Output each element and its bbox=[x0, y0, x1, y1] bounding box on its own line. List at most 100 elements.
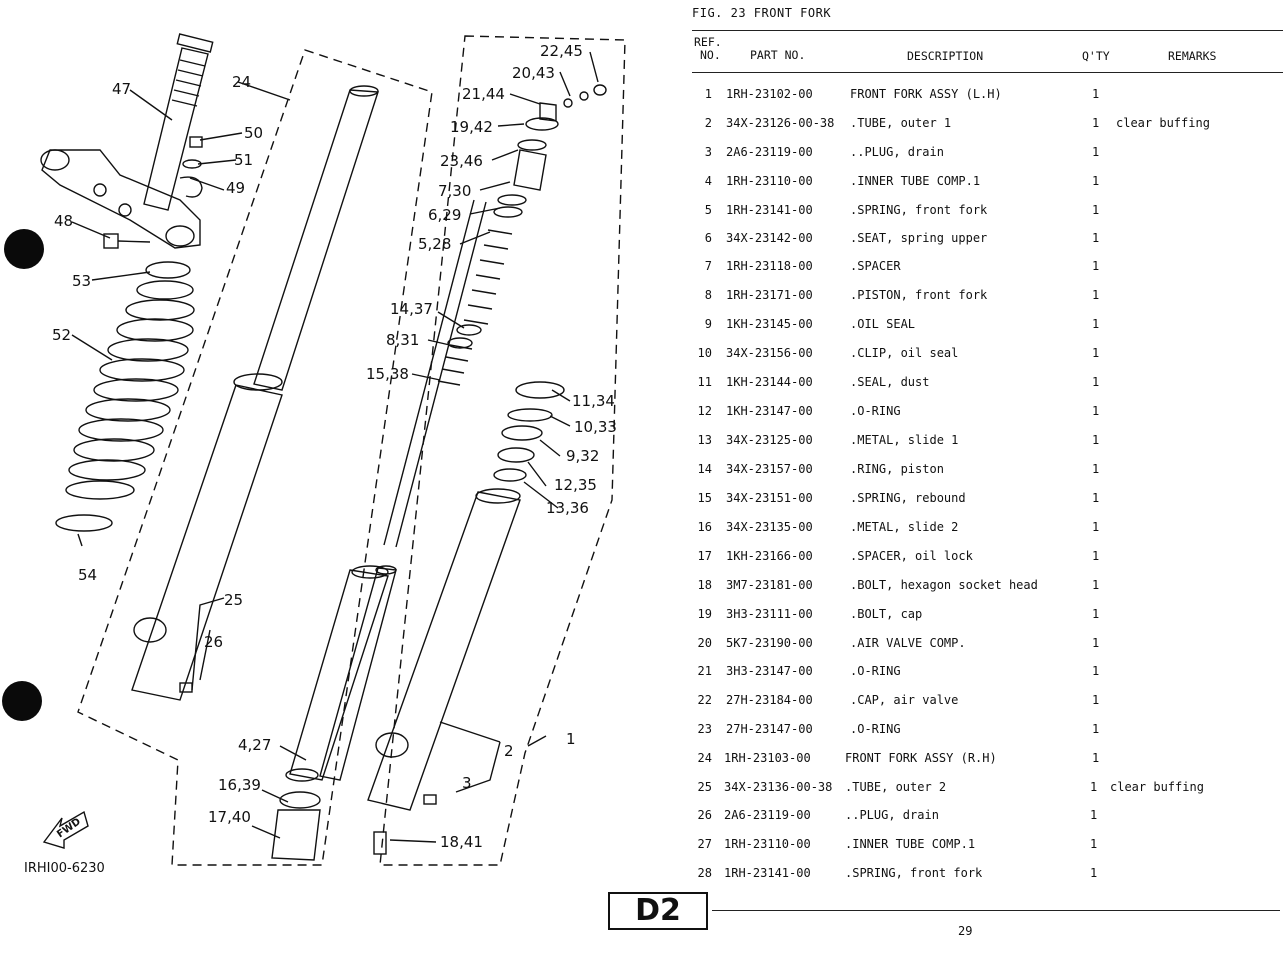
part-no: 3H3-23147-00 bbox=[726, 664, 813, 678]
quantity: 1 bbox=[1092, 462, 1100, 476]
quantity: 1 bbox=[1092, 317, 1100, 331]
assy-24-outline bbox=[77, 49, 433, 866]
quantity: 1 bbox=[1090, 808, 1098, 822]
callout-50: 50 bbox=[244, 124, 263, 142]
ref-no: 1 bbox=[704, 87, 712, 101]
callout-24: 24 bbox=[232, 73, 251, 91]
remarks: clear buffing bbox=[1116, 116, 1210, 130]
part-no: 1KH-23144-00 bbox=[726, 375, 813, 389]
ref-no: 26 bbox=[697, 808, 712, 822]
description: .AIR VALVE COMP. bbox=[850, 636, 966, 650]
quantity: 1 bbox=[1090, 866, 1098, 880]
description: .BOLT, cap bbox=[850, 607, 923, 621]
ref-no: 16 bbox=[697, 520, 712, 534]
description: .OIL SEAL bbox=[850, 317, 916, 331]
ref-no: 21 bbox=[697, 664, 712, 678]
ref-no: 6 bbox=[704, 231, 712, 245]
quantity: 1 bbox=[1092, 259, 1100, 273]
description: ..PLUG, drain bbox=[845, 808, 939, 822]
callout-7-30: 7,30 bbox=[438, 182, 471, 200]
quantity: 1 bbox=[1092, 664, 1100, 678]
quantity: 1 bbox=[1092, 607, 1100, 621]
description: .RING, piston bbox=[850, 462, 944, 476]
ref-no: 12 bbox=[697, 404, 712, 418]
quantity: 1 bbox=[1092, 87, 1100, 101]
callout-52: 52 bbox=[52, 326, 71, 344]
quantity: 1 bbox=[1092, 288, 1100, 302]
ref-no: 23 bbox=[697, 722, 712, 736]
ref-no: 19 bbox=[697, 607, 712, 621]
quantity: 1 bbox=[1092, 520, 1100, 534]
part-no: 1KH-23147-00 bbox=[726, 404, 813, 418]
quantity: 1 bbox=[1092, 636, 1100, 650]
callout-12-35: 12,35 bbox=[554, 476, 597, 494]
left-fork bbox=[319, 488, 521, 811]
right-fork bbox=[131, 85, 379, 701]
quantity: 1 bbox=[1090, 780, 1098, 794]
quantity: 1 bbox=[1092, 203, 1100, 217]
table-row: 19 3H3-23111-00 .BOLT, cap 1 bbox=[690, 607, 1280, 627]
part-no: 34X-23136-00-38 bbox=[724, 780, 833, 794]
col-header-ref-1: REF. bbox=[694, 35, 722, 49]
part-no: 1RH-23141-00 bbox=[726, 203, 813, 217]
callout-15-38: 15,38 bbox=[366, 365, 409, 383]
binder-hole-top bbox=[4, 229, 44, 269]
part-no: 34X-23157-00 bbox=[726, 462, 813, 476]
callout-18-41: 18,41 bbox=[440, 833, 483, 851]
col-header-part: PART NO. bbox=[750, 48, 806, 62]
callout-49: 49 bbox=[226, 179, 245, 197]
callout-6-29: 6,29 bbox=[428, 206, 461, 224]
cap-parts bbox=[493, 84, 607, 218]
front-fork-exploded-diagram: 47 24 50 51 49 48 53 52 54 22,45 20,43 2… bbox=[24, 33, 626, 876]
part-no: 34X-23156-00 bbox=[726, 346, 813, 360]
ref-no: 7 bbox=[704, 259, 712, 273]
description: .SPACER bbox=[850, 259, 901, 273]
header-bottom-rule bbox=[692, 72, 1283, 73]
page-number: 29 bbox=[958, 924, 973, 938]
ref-no: 22 bbox=[697, 693, 712, 707]
part-no: 5K7-23190-00 bbox=[726, 636, 813, 650]
quantity: 1 bbox=[1092, 174, 1100, 188]
assy-1-outline bbox=[379, 35, 626, 866]
description: ..PLUG, drain bbox=[850, 145, 944, 159]
binder-hole-bottom bbox=[2, 681, 42, 721]
part-no: 3H3-23111-00 bbox=[726, 607, 813, 621]
quantity: 1 bbox=[1092, 693, 1100, 707]
callout-23-46: 23,46 bbox=[440, 152, 483, 170]
quantity: 1 bbox=[1092, 578, 1100, 592]
part-no: 1RH-23171-00 bbox=[726, 288, 813, 302]
part-no: 34X-23126-00-38 bbox=[726, 116, 835, 130]
ref-no: 11 bbox=[697, 375, 712, 389]
part-no: 34X-23151-00 bbox=[726, 491, 813, 505]
ref-no: 27 bbox=[697, 837, 712, 851]
steering-stem bbox=[40, 33, 214, 249]
ref-no: 25 bbox=[697, 780, 712, 794]
quantity: 1 bbox=[1092, 346, 1100, 360]
quantity: 1 bbox=[1090, 837, 1098, 851]
description: .PISTON, front fork bbox=[850, 288, 988, 302]
callout-19-42: 19,42 bbox=[450, 118, 493, 136]
callout-9-32: 9,32 bbox=[566, 447, 599, 465]
figure-title: FIG. 23 FRONT FORK bbox=[692, 6, 832, 20]
drawing-code: IRHI00-6230 bbox=[24, 861, 105, 876]
ref-no: 17 bbox=[697, 549, 712, 563]
quantity: 1 bbox=[1092, 375, 1100, 389]
col-header-qty: Q'TY bbox=[1082, 49, 1110, 63]
fork-boot bbox=[55, 261, 195, 532]
ref-no: 10 bbox=[697, 346, 712, 360]
callout-16-39: 16,39 bbox=[218, 776, 261, 794]
ref-no: 24 bbox=[697, 751, 712, 765]
